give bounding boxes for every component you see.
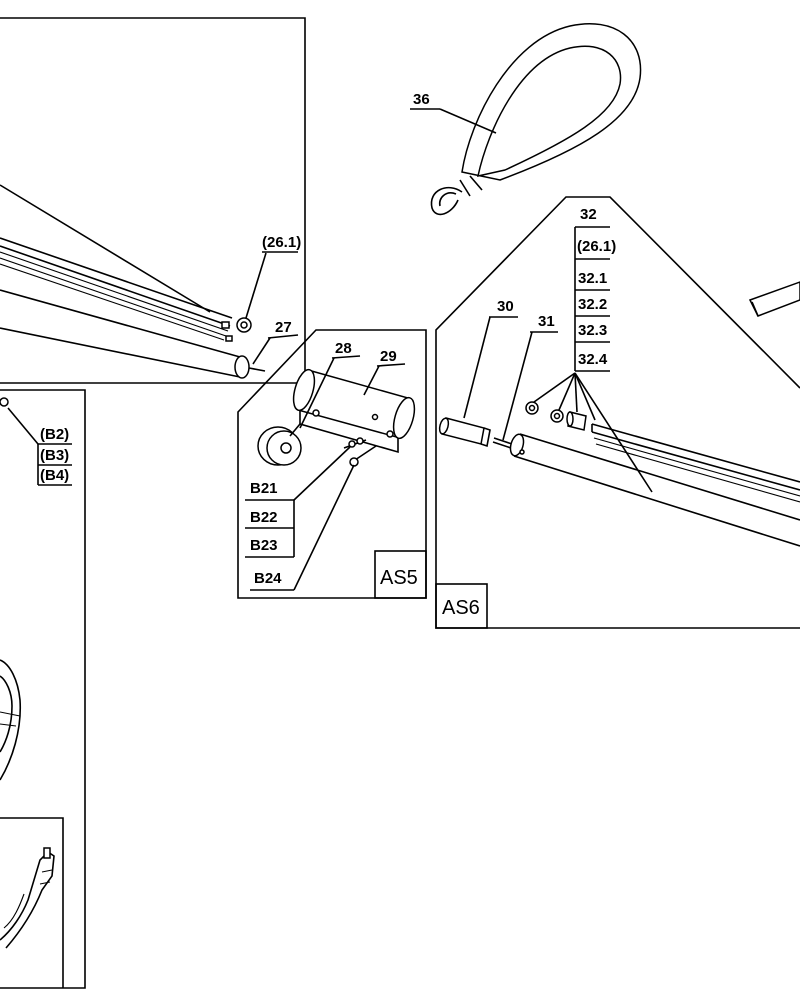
panel-as6: AS6 30 31 32 (26.1 bbox=[435, 196, 800, 629]
label-b21: B21 bbox=[250, 480, 278, 497]
label-32-26-1: (26.1) bbox=[577, 238, 616, 255]
panel-top-left: (26.1) 27 bbox=[0, 17, 306, 384]
panel-label-as5: AS5 bbox=[380, 567, 418, 589]
label-b24: B24 bbox=[254, 570, 282, 587]
label-26-1-top: (26.1) bbox=[262, 234, 301, 251]
panel-as5: AS5 28 29 B21 B22 B23 B24 bbox=[237, 329, 427, 599]
label-b3: (B3) bbox=[40, 447, 69, 464]
label-32-4: 32.4 bbox=[578, 351, 608, 368]
label-32-3: 32.3 bbox=[578, 322, 607, 339]
label-32-1: 32.1 bbox=[578, 270, 607, 287]
panel-label-as6: AS6 bbox=[442, 597, 480, 619]
label-b22: B22 bbox=[250, 509, 278, 526]
part-loose-bar bbox=[748, 281, 800, 317]
label-b23: B23 bbox=[250, 537, 278, 554]
label-30: 30 bbox=[497, 298, 514, 315]
label-36: 36 bbox=[413, 91, 430, 108]
label-b4: (B4) bbox=[40, 467, 69, 484]
label-29: 29 bbox=[380, 348, 397, 365]
panel-left-middle: (B2) (B3) (B4) bbox=[0, 389, 86, 989]
label-27: 27 bbox=[275, 319, 292, 336]
label-32-2: 32.2 bbox=[578, 296, 607, 313]
label-32: 32 bbox=[580, 206, 597, 223]
part-36-strap: 36 bbox=[410, 22, 642, 216]
label-28: 28 bbox=[335, 340, 352, 357]
label-31: 31 bbox=[538, 313, 555, 330]
label-b2: (B2) bbox=[40, 426, 69, 443]
